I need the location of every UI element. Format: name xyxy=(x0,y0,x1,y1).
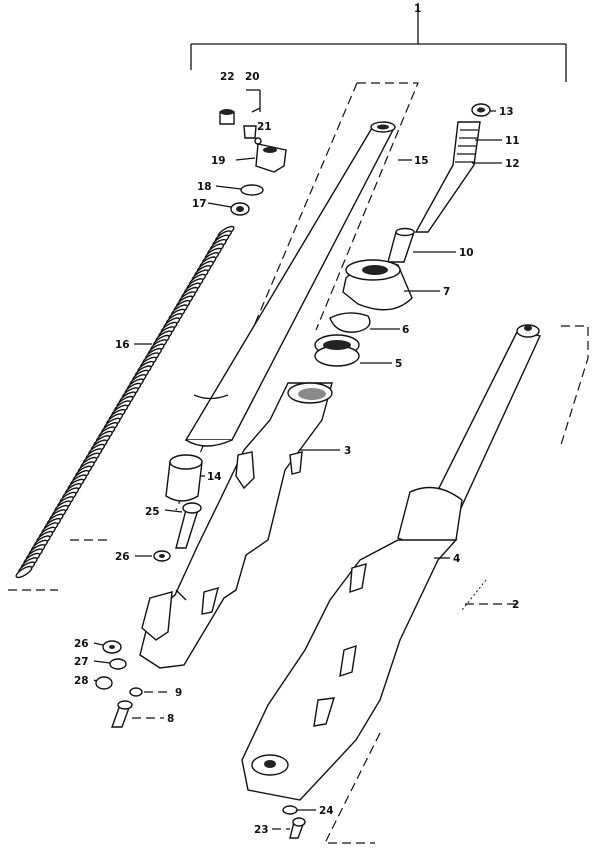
top-cap-assembly xyxy=(219,109,287,216)
label-17: 17 xyxy=(192,198,207,210)
label-24: 24 xyxy=(319,805,334,817)
label-27: 27 xyxy=(74,656,89,668)
label-26-lower: 26 xyxy=(74,638,89,650)
slide-bushing xyxy=(165,454,203,549)
small-fasteners xyxy=(95,550,306,839)
label-5: 5 xyxy=(395,358,402,370)
damper-rod-assembly xyxy=(387,103,491,263)
label-9: 9 xyxy=(175,687,182,699)
label-22: 22 xyxy=(220,71,235,83)
label-14: 14 xyxy=(207,471,222,483)
label-1: 1 xyxy=(414,3,421,15)
label-23: 23 xyxy=(254,824,269,836)
left-outer-tube xyxy=(139,382,333,669)
fork-spring xyxy=(15,225,235,579)
label-19: 19 xyxy=(211,155,226,167)
label-2: 2 xyxy=(512,599,519,611)
label-12: 12 xyxy=(505,158,520,170)
label-3: 3 xyxy=(344,445,351,457)
leader-lines xyxy=(93,89,502,830)
part-number-labels: 1 22 20 21 19 18 17 16 15 13 11 12 10 7 … xyxy=(74,3,520,836)
label-8: 8 xyxy=(167,713,174,725)
label-25: 25 xyxy=(145,506,160,518)
label-7: 7 xyxy=(443,286,450,298)
right-leg-guide-lines xyxy=(461,325,589,611)
label-13: 13 xyxy=(499,106,514,118)
label-21: 21 xyxy=(257,121,272,133)
label-15: 15 xyxy=(414,155,429,167)
assembly-bracket xyxy=(190,3,567,82)
label-11: 11 xyxy=(505,135,520,147)
label-28: 28 xyxy=(74,675,89,687)
label-16: 16 xyxy=(115,339,130,351)
oil-lock-piece xyxy=(342,259,413,311)
label-4: 4 xyxy=(453,553,460,565)
label-10: 10 xyxy=(459,247,474,259)
label-20: 20 xyxy=(245,71,260,83)
label-26-upper: 26 xyxy=(115,551,130,563)
label-18: 18 xyxy=(197,181,212,193)
seal-parts xyxy=(314,312,371,367)
fork-inner-tube xyxy=(184,121,396,447)
right-outer-tube xyxy=(241,324,541,801)
label-6: 6 xyxy=(402,324,409,336)
